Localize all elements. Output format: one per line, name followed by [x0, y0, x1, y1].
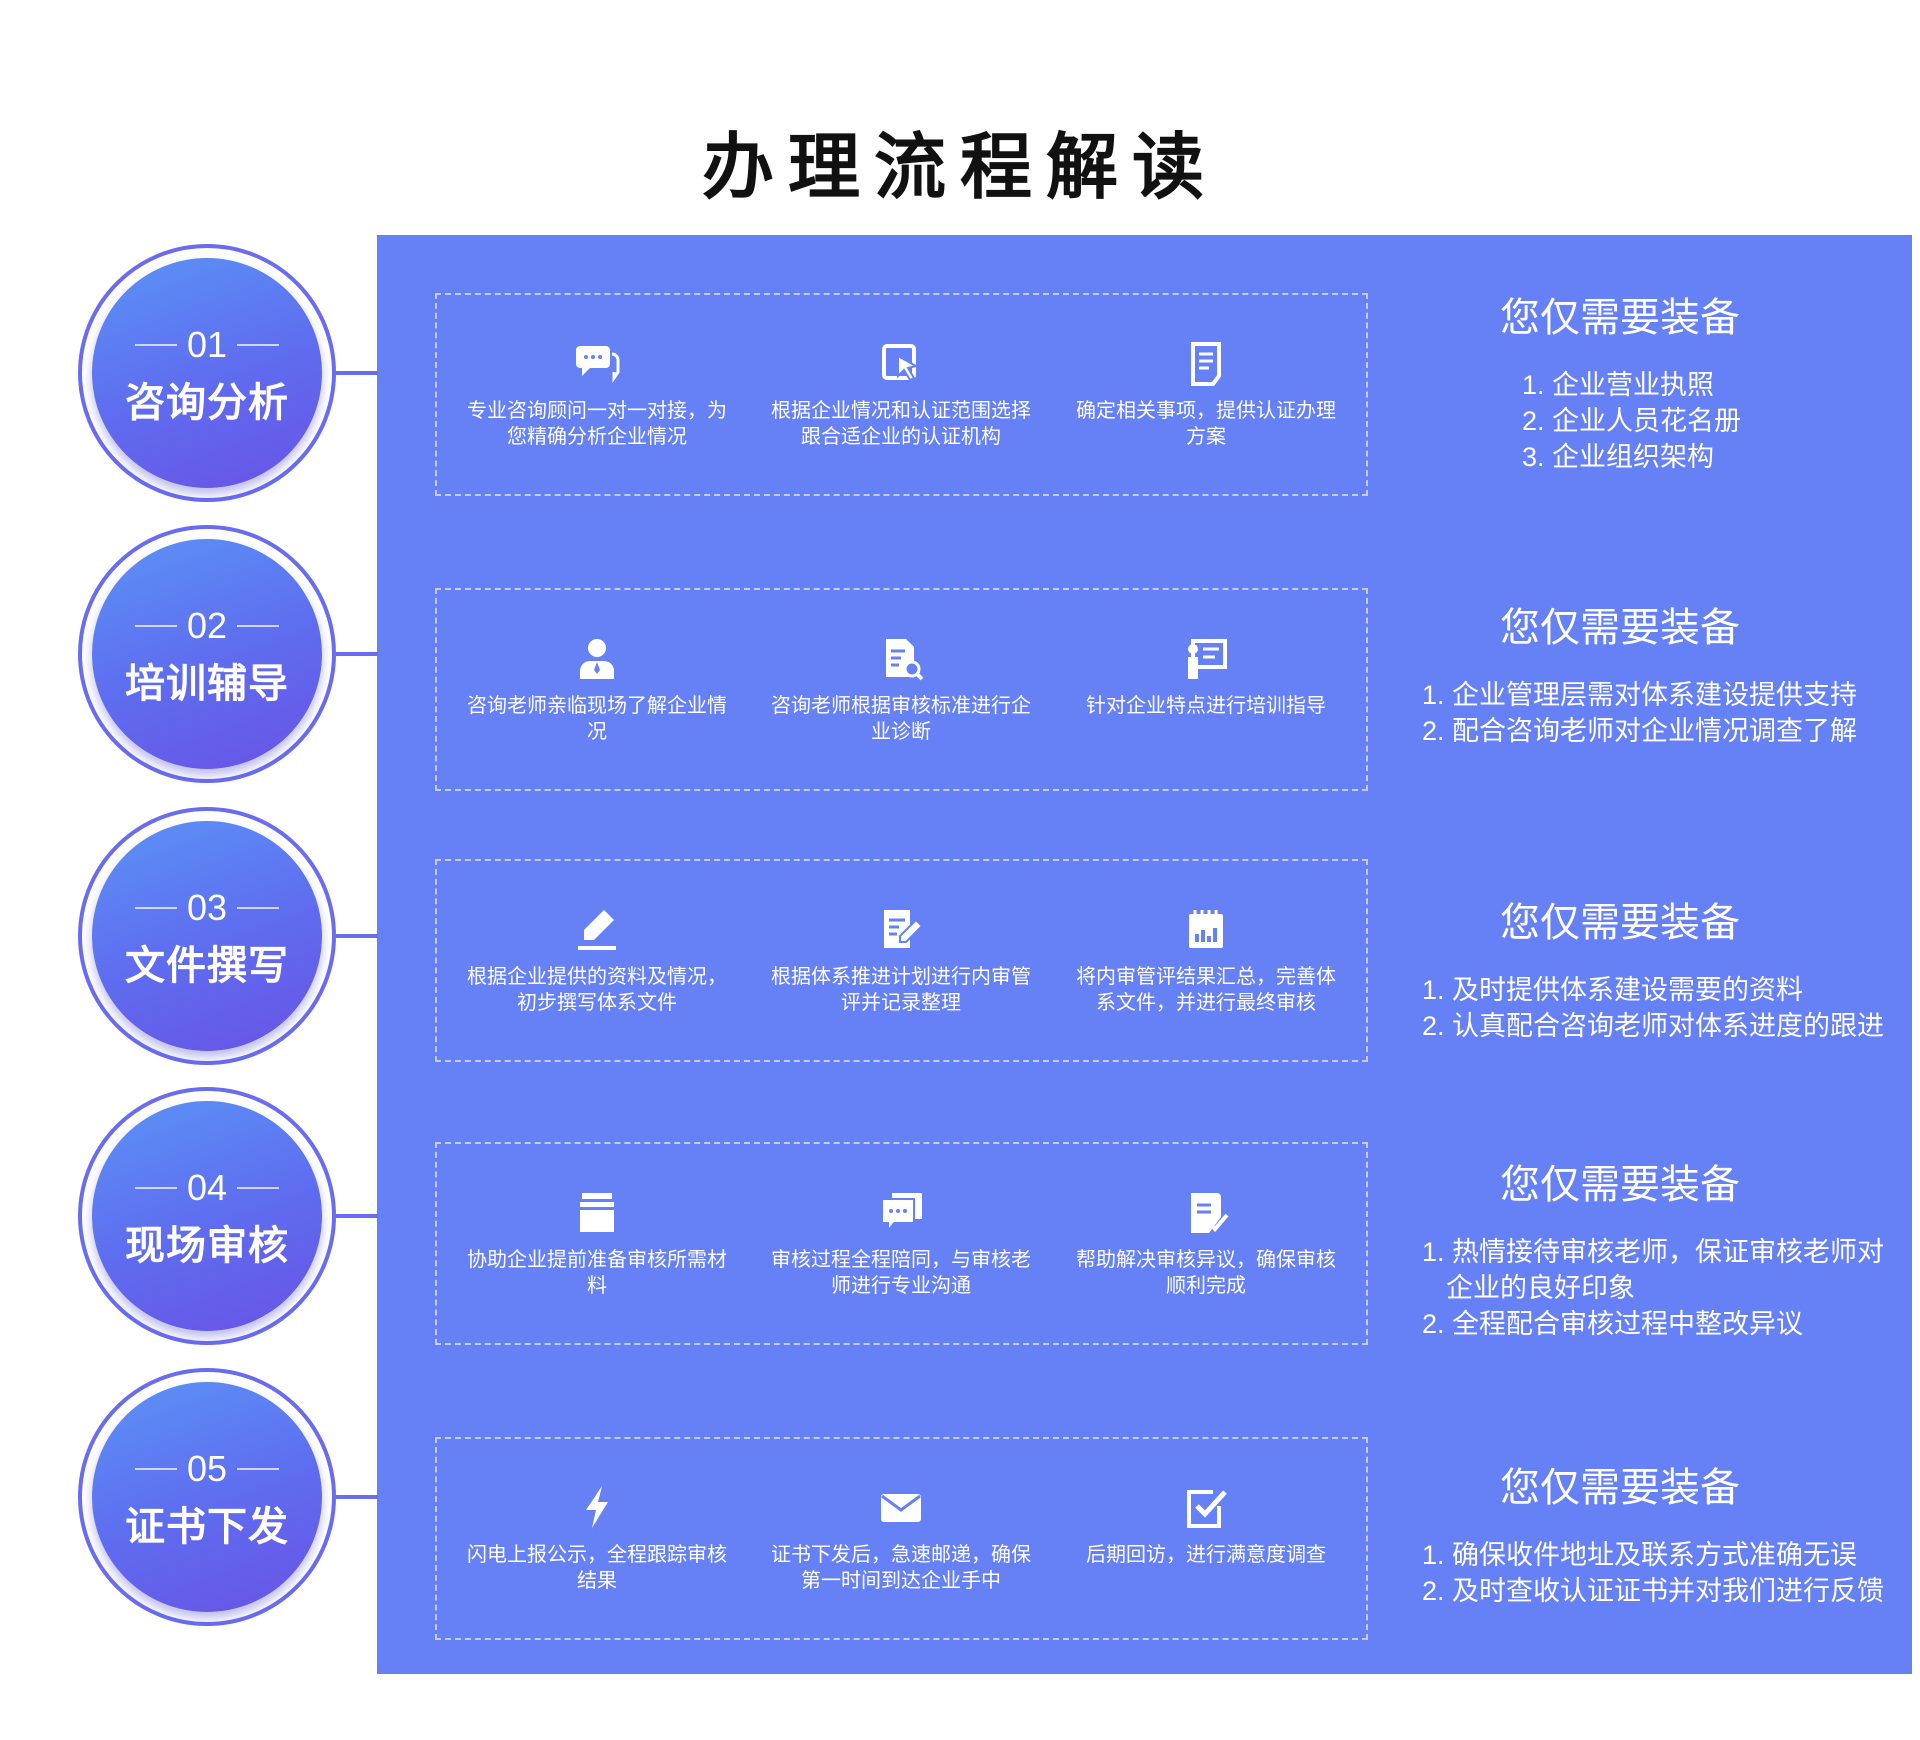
requirements-title: 您仅需要装备: [1500, 1163, 1740, 1207]
step-detail-box: 专业咨询顾问一对一对接，为您精确分析企业情况 根据企业情况和认证范围选择跟合适企…: [435, 293, 1368, 496]
person-icon: [580, 639, 614, 679]
step-name: 证书下发: [125, 1504, 289, 1550]
step-item-text: 协助企业提前准备审核所需材料: [467, 1249, 727, 1297]
connector-line: [336, 934, 378, 938]
document-icon: [1191, 342, 1221, 386]
step-detail-box: 根据企业提供的资料及情况，初步撰写体系文件 根据体系推进计划进行内审管评并记录整…: [435, 859, 1368, 1062]
pencil-icon: [578, 910, 616, 950]
requirement-item: 2. 及时查收认证证书并对我们进行反馈: [1422, 1576, 1885, 1606]
connector-line: [336, 652, 378, 656]
requirement-item: 2. 认真配合咨询老师对体系进度的跟进: [1422, 1011, 1885, 1041]
step-name: 咨询分析: [125, 380, 289, 426]
requirement-item: 1. 企业管理层需对体系建设提供支持: [1422, 680, 1858, 710]
step-item-text: 根据体系推进计划进行内审管评并记录整理: [771, 966, 1031, 1014]
step-name: 文件撰写: [125, 943, 289, 989]
step-circle: 03 文件撰写: [78, 807, 336, 1065]
envelope-icon: [881, 1494, 921, 1522]
cursor-click-icon: [882, 344, 919, 382]
connector-line: [336, 371, 378, 375]
requirement-item: 1. 热情接待审核老师，保证审核老师对企业的良好印象: [1422, 1237, 1885, 1303]
requirements: 您仅需要装备 1. 企业管理层需对体系建设提供支持 2. 配合咨询老师对企业情况调…: [1400, 595, 1910, 749]
requirements-title: 您仅需要装备: [1500, 606, 1740, 650]
step-number: 01: [186, 324, 228, 365]
requirement-item: 1. 企业营业执照: [1522, 370, 1715, 400]
step-circle: 04 现场审核: [78, 1087, 336, 1345]
step-item: 咨询老师亲临现场了解企业情况: [462, 635, 732, 745]
step-item-text: 后期回访，进行满意度调查: [1086, 1544, 1326, 1566]
chat-bubbles-icon: [576, 346, 620, 383]
step-item: 审核过程全程陪同，与审核老师进行专业沟通: [766, 1189, 1036, 1299]
requirements-title: 您仅需要装备: [1500, 1466, 1740, 1510]
training-board-icon: [1188, 639, 1227, 679]
step-item-text: 确定相关事项，提供认证办理方案: [1076, 400, 1336, 448]
step-circle: 05 证书下发: [78, 1368, 336, 1626]
requirements: 您仅需要装备 1. 企业营业执照 2. 企业人员花名册 3. 企业组织架构: [1400, 285, 1910, 475]
step-item: 针对企业特点进行培训指导: [1071, 635, 1341, 719]
requirements-title: 您仅需要装备: [1500, 296, 1740, 340]
connector-line: [336, 1214, 378, 1218]
step-item: 将内审管评结果汇总，完善体系文件，并进行最终审核: [1071, 906, 1341, 1016]
step-item: 证书下发后，急速邮递，确保第一时间到达企业手中: [766, 1484, 1036, 1594]
page-title: 办理流程解读: [701, 125, 1218, 209]
requirement-item: 1. 确保收件地址及联系方式准确无误: [1422, 1540, 1858, 1570]
box-materials-icon: [580, 1193, 614, 1232]
step-item-text: 帮助解决审核异议，确保审核顺利完成: [1076, 1249, 1336, 1297]
requirement-item: 3. 企业组织架构: [1522, 442, 1715, 472]
step-item-text: 将内审管评结果汇总，完善体系文件，并进行最终审核: [1076, 966, 1336, 1014]
step-item: 协助企业提前准备审核所需材料: [462, 1189, 732, 1299]
step-item: 闪电上报公示，全程跟踪审核结果: [462, 1484, 732, 1594]
requirement-item: 2. 全程配合审核过程中整改异议: [1422, 1309, 1804, 1339]
process-panel: [377, 235, 1912, 1674]
step-item-text: 专业咨询顾问一对一对接，为您精确分析企业情况: [467, 400, 727, 448]
document-search-icon: [886, 639, 924, 681]
step-item: 根据企业情况和认证范围选择跟合适企业的认证机构: [766, 340, 1036, 450]
document-check-icon: [1191, 1193, 1229, 1233]
step-item-text: 根据企业提供的资料及情况，初步撰写体系文件: [467, 966, 727, 1014]
conversation-icon: [881, 1193, 922, 1234]
requirements: 您仅需要装备 1. 确保收件地址及联系方式准确无误 2. 及时查收认证证书并对我们…: [1400, 1455, 1910, 1609]
step-number: 03: [186, 887, 228, 928]
requirement-item: 1. 及时提供体系建设需要的资料: [1422, 975, 1804, 1005]
step-detail-box: 闪电上报公示，全程跟踪审核结果 证书下发后，急速邮递，确保第一时间到达企业手中 …: [435, 1437, 1368, 1640]
step-item-text: 咨询老师根据审核标准进行企业诊断: [771, 695, 1031, 743]
step-item-text: 咨询老师亲临现场了解企业情况: [467, 695, 727, 743]
step-item: 后期回访，进行满意度调查: [1071, 1484, 1341, 1568]
step-item-text: 根据企业情况和认证范围选择跟合适企业的认证机构: [771, 400, 1031, 448]
lightning-icon: [586, 1486, 608, 1528]
step-circle: 02 培训辅导: [78, 525, 336, 783]
step-name: 培训辅导: [125, 661, 289, 707]
step-item-text: 针对企业特点进行培训指导: [1086, 695, 1326, 717]
step-detail-box: 咨询老师亲临现场了解企业情况 咨询老师根据审核标准进行企业诊断 针对企业特点进行…: [435, 588, 1368, 791]
checkbox-icon: [1187, 1490, 1227, 1528]
step-circle: 01 咨询分析: [78, 244, 336, 502]
report-chart-icon: [1189, 910, 1223, 948]
step-item: 咨询老师根据审核标准进行企业诊断: [766, 635, 1036, 745]
step-item-text: 审核过程全程陪同，与审核老师进行专业沟通: [771, 1249, 1031, 1297]
step-item: 根据体系推进计划进行内审管评并记录整理: [766, 906, 1036, 1016]
step-item: 确定相关事项，提供认证办理方案: [1071, 340, 1341, 450]
requirements: 您仅需要装备 1. 热情接待审核老师，保证审核老师对企业的良好印象 2. 全程配合…: [1400, 1152, 1910, 1342]
step-item: 专业咨询顾问一对一对接，为您精确分析企业情况: [462, 340, 732, 450]
step-detail-box: 协助企业提前准备审核所需材料 审核过程全程陪同，与审核老师进行专业沟通 帮助解决…: [435, 1142, 1368, 1345]
requirement-item: 2. 配合咨询老师对企业情况调查了解: [1422, 716, 1858, 746]
step-name: 现场审核: [125, 1223, 289, 1269]
requirements: 您仅需要装备 1. 及时提供体系建设需要的资料 2. 认真配合咨询老师对体系进度的…: [1400, 890, 1910, 1044]
requirement-item: 2. 企业人员花名册: [1522, 406, 1742, 436]
step-item-text: 证书下发后，急速邮递，确保第一时间到达企业手中: [771, 1544, 1031, 1592]
edit-document-icon: [884, 910, 924, 948]
step-number: 02: [186, 605, 228, 646]
step-item: 帮助解决审核异议，确保审核顺利完成: [1071, 1189, 1341, 1299]
requirements-title: 您仅需要装备: [1500, 901, 1740, 945]
step-item-text: 闪电上报公示，全程跟踪审核结果: [467, 1544, 727, 1592]
step-item: 根据企业提供的资料及情况，初步撰写体系文件: [462, 906, 732, 1016]
step-number: 05: [186, 1448, 228, 1489]
connector-line: [336, 1495, 378, 1499]
step-number: 04: [186, 1167, 228, 1208]
